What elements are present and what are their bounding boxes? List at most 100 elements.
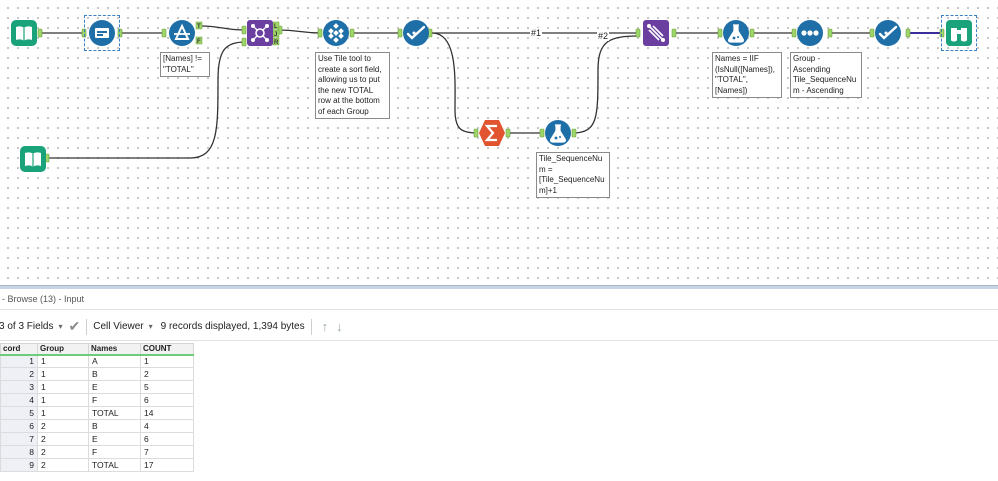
cell-names[interactable]: A <box>88 354 141 368</box>
cell-group[interactable]: 2 <box>37 445 89 459</box>
formula-sequence-annotation: Tile_SequenceNu m = [Tile_SequenceNu m]+… <box>536 152 610 198</box>
filter-tool[interactable] <box>168 19 196 47</box>
record-number: 9 <box>0 458 38 472</box>
cell-count[interactable]: 4 <box>140 419 194 433</box>
cell-viewer-label: Cell Viewer <box>93 321 144 332</box>
transpose-tool[interactable] <box>642 19 670 47</box>
wire-label-1: #1 <box>530 28 543 38</box>
cell-count[interactable]: 6 <box>140 432 194 446</box>
port-true-label: T <box>197 24 201 30</box>
select-tool[interactable] <box>402 19 430 47</box>
record-number: 4 <box>0 393 38 407</box>
cell-group[interactable]: 1 <box>37 393 89 407</box>
cell-group[interactable]: 1 <box>37 406 89 420</box>
cell-names[interactable]: F <box>88 445 141 459</box>
cell-count[interactable]: 7 <box>140 445 194 459</box>
cell-group[interactable]: 2 <box>37 432 89 446</box>
cell-count[interactable]: 6 <box>140 393 194 407</box>
sort-tool[interactable] <box>796 19 824 47</box>
cell-names[interactable]: TOTAL <box>88 406 141 420</box>
fields-selector[interactable]: 3 of 3 Fields ▾ <box>0 321 63 332</box>
record-number: 5 <box>0 406 38 420</box>
checkmark-icon[interactable]: ✔ <box>68 318 81 334</box>
port-l-label: L <box>274 24 278 30</box>
record-number: 3 <box>0 380 38 394</box>
cell-group[interactable]: 1 <box>37 380 89 394</box>
tile-annotation: Use Tile tool to create a sort field, al… <box>315 52 390 119</box>
select-icon <box>875 20 901 46</box>
cell-viewer-dropdown[interactable]: Cell Viewer ▾ <box>93 321 152 332</box>
record-number: 2 <box>0 367 38 381</box>
cell-count[interactable]: 2 <box>140 367 194 381</box>
formula-sequence-tool[interactable] <box>544 119 572 147</box>
union-icon <box>247 20 273 46</box>
formula-icon <box>545 120 571 146</box>
column-header-record[interactable]: cord <box>0 343 38 356</box>
cell-names[interactable]: B <box>88 419 141 433</box>
cell-names[interactable]: B <box>88 367 141 381</box>
fields-count-label: 3 of 3 Fields <box>0 321 54 332</box>
cell-group[interactable]: 2 <box>37 419 89 433</box>
grid-header-row: cord Group Names COUNT <box>0 343 194 356</box>
select-tool-2[interactable] <box>874 19 902 47</box>
union-tool[interactable] <box>246 19 274 47</box>
chevron-down-icon: ▾ <box>58 322 63 331</box>
book-icon <box>11 20 37 46</box>
cell-count[interactable]: 14 <box>140 406 194 420</box>
column-header-names[interactable]: Names <box>88 343 141 356</box>
input-data-tool-2[interactable] <box>19 145 47 173</box>
book-icon <box>20 146 46 172</box>
toolbar-divider <box>310 318 312 335</box>
formula-icon <box>723 20 749 46</box>
arrow-up-icon[interactable]: ↑ <box>321 319 329 334</box>
cell-group[interactable]: 1 <box>37 367 89 381</box>
browse-in-tool[interactable] <box>84 15 120 51</box>
cell-group[interactable]: 2 <box>37 458 89 472</box>
record-number: 7 <box>0 432 38 446</box>
cell-count[interactable]: 1 <box>140 354 194 368</box>
record-number: 6 <box>0 419 38 433</box>
workflow-canvas[interactable]: T F L J R <box>0 0 998 285</box>
sort-icon <box>797 20 823 46</box>
browse-tool[interactable] <box>941 15 977 51</box>
cell-count[interactable]: 17 <box>140 458 194 472</box>
arrow-down-icon[interactable]: ↓ <box>336 319 343 334</box>
port-r-label: R <box>274 40 279 46</box>
record-number: 1 <box>0 354 38 368</box>
cell-names[interactable]: F <box>88 393 141 407</box>
cell-names[interactable]: E <box>88 432 141 446</box>
cell-names[interactable]: E <box>88 380 141 394</box>
cell-count[interactable]: 5 <box>140 380 194 394</box>
formula-names-tool[interactable] <box>722 19 750 47</box>
toolbar-divider <box>86 318 88 335</box>
column-header-group[interactable]: Group <box>37 343 89 356</box>
summarize-tool[interactable] <box>478 119 506 147</box>
cell-group[interactable]: 1 <box>37 354 89 368</box>
record-number: 8 <box>0 445 38 459</box>
column-header-count[interactable]: COUNT <box>140 343 194 356</box>
wire-label-2: #2 <box>597 31 610 41</box>
tile-icon <box>323 20 349 46</box>
results-toolbar: 3 of 3 Fields ▾ ✔ Cell Viewer ▾ 9 record… <box>0 313 998 341</box>
filter-annotation: [Names] != "TOTAL" <box>160 52 210 77</box>
chevron-down-icon: ▾ <box>148 322 153 331</box>
tile-tool[interactable] <box>322 19 350 47</box>
panel-splitter[interactable] <box>0 285 998 289</box>
binoculars-icon <box>946 20 972 46</box>
formula-names-annotation: Names = IIF (IsNull([Names]), "TOTAL", [… <box>712 52 782 98</box>
input-data-tool[interactable] <box>10 19 38 47</box>
cell-names[interactable]: TOTAL <box>88 458 141 472</box>
filter-icon <box>169 20 195 46</box>
port-j-label: J <box>274 32 277 38</box>
port-false-label: F <box>197 39 201 45</box>
